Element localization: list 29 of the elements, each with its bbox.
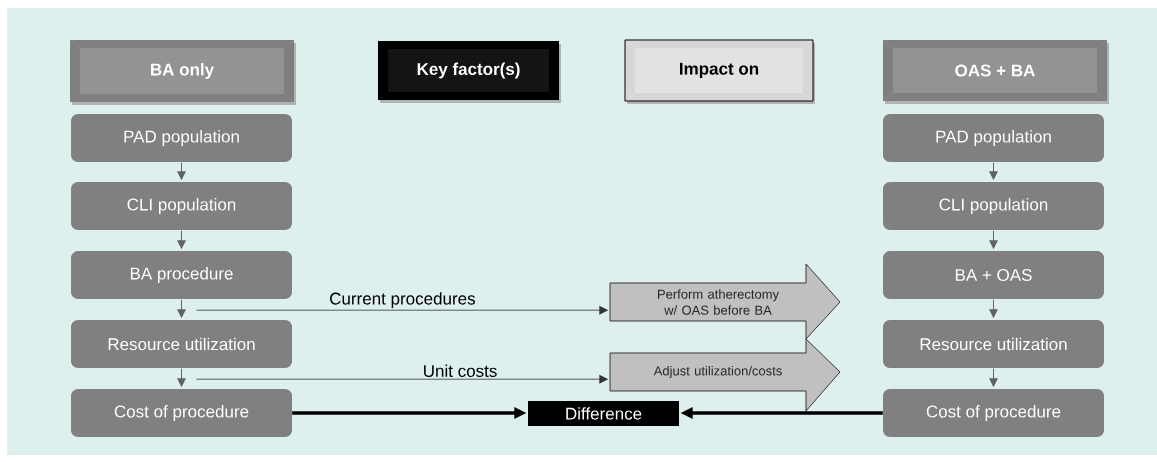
process-box: CLI population: [71, 182, 292, 230]
process-box: PAD population: [71, 114, 292, 162]
arrow: [989, 162, 998, 181]
arrow: [177, 162, 186, 181]
process-box: CLI population: [883, 182, 1104, 230]
arrow: [196, 374, 609, 384]
column-header: OAS + BA: [882, 39, 1109, 104]
arrow: [177, 230, 186, 250]
process-box: PAD population: [883, 114, 1104, 162]
arrow: [177, 368, 186, 388]
column-header: BA only: [69, 39, 296, 105]
process-box: BA procedure: [71, 251, 292, 299]
arrow-shaped-box: Perform atherectomy w/ OAS before BA: [609, 263, 841, 340]
arrow: [989, 299, 998, 319]
process-box: Resource utilization: [883, 320, 1104, 368]
arrow: [989, 230, 998, 250]
arrow: [680, 407, 883, 419]
column-header: Key factor(s): [377, 40, 561, 103]
arrow: [989, 368, 998, 388]
column-header: Impact on: [624, 39, 815, 104]
process-box: BA + OAS: [883, 251, 1104, 299]
arrow: [292, 407, 527, 419]
process-box: Cost of procedure: [883, 389, 1104, 437]
process-box: Cost of procedure: [71, 389, 292, 437]
arrow: [177, 299, 186, 319]
process-box: Resource utilization: [71, 320, 292, 368]
arrow: [196, 305, 609, 315]
edge-label: Current procedures: [328, 291, 477, 309]
result-box: Difference: [528, 401, 679, 426]
